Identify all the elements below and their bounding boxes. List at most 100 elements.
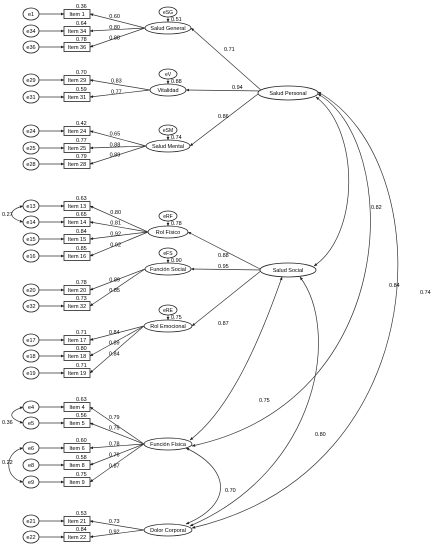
item-box (63, 217, 91, 227)
loading-path (89, 205, 149, 233)
disturbance-term (158, 6, 178, 18)
error-term (22, 7, 40, 21)
item-box (63, 251, 91, 261)
item-label: Item 13 (68, 204, 86, 210)
loading-label: 0.73 (109, 519, 120, 525)
item-box (63, 9, 91, 19)
loading-path (89, 27, 146, 33)
item-r2-label: 0.84 (76, 229, 87, 235)
loading-label: 0.84 (109, 330, 120, 336)
error-term (22, 400, 40, 414)
item-r2-label: 0.75 (76, 472, 87, 478)
item-r2-label: 0.71 (76, 330, 87, 336)
item-label: Item 22 (68, 535, 86, 541)
item-label: Item 19 (68, 371, 86, 377)
factor-r2-label: 0.90 (171, 258, 182, 264)
item-r2-label: 0.60 (76, 438, 87, 444)
factor-label: Salud Mental (152, 144, 184, 150)
error-label: e16 (26, 254, 35, 260)
item-label: Item 4 (69, 405, 84, 411)
loading-path (89, 79, 151, 91)
loading-path (89, 325, 145, 341)
factor-oval (144, 262, 192, 276)
item-r2-label: 0.78 (76, 280, 87, 286)
item-box (63, 234, 91, 244)
item-r2-label: 0.42 (76, 121, 87, 127)
item-r2-label: 0.79 (76, 154, 87, 160)
loading-label: 0.87 (109, 464, 120, 470)
item-label: Item 36 (68, 45, 86, 51)
loading-label: 0.88 (109, 35, 120, 41)
error-term (22, 475, 40, 489)
error-term (22, 283, 40, 297)
structural-path (187, 231, 263, 271)
item-label: Item 5 (69, 421, 84, 427)
item-box (63, 477, 91, 487)
loading-path (89, 130, 147, 147)
factor-oval (143, 523, 193, 537)
item-box (63, 92, 91, 102)
item-label: Item 8 (69, 463, 84, 469)
item-label: Item 24 (68, 129, 86, 135)
error-covariance-curve (8, 447, 24, 483)
loading-label: 0.77 (111, 90, 122, 96)
error-covariance-curve (11, 205, 24, 223)
item-label: Item 18 (68, 354, 86, 360)
item-box (63, 75, 91, 85)
item-r2-label: 0.73 (76, 296, 87, 302)
error-label: e36 (26, 45, 35, 51)
error-label: e32 (26, 304, 35, 310)
error-label: e22 (26, 535, 35, 541)
error-label: e9 (28, 480, 34, 486)
factor-r2-label: 0.75 (171, 315, 182, 321)
disturbance-label: eRF (163, 214, 172, 220)
loading-label: 0.89 (110, 153, 121, 159)
item-r2-label: 0.53 (76, 511, 87, 517)
item-box (63, 532, 91, 542)
factor-r2-label: 0.51 (171, 17, 182, 23)
item-r2-label: 0.63 (76, 397, 87, 403)
structural-label: 0.95 (218, 264, 229, 270)
factor-oval (149, 83, 187, 97)
loading-path (89, 529, 145, 538)
factor-label: Función Social (150, 267, 186, 273)
item-box (63, 143, 91, 153)
disturbance-term (158, 68, 178, 80)
factor-oval (143, 319, 193, 333)
nodes-layer (22, 6, 319, 544)
item-box (63, 460, 91, 470)
error-term (22, 333, 40, 347)
error-label: e4 (28, 405, 34, 411)
error-term (22, 249, 40, 263)
loading-path (89, 443, 145, 450)
loading-label: 0.65 (110, 131, 121, 137)
item-r2-label: 0.65 (76, 212, 87, 218)
error-label: e24 (26, 129, 35, 135)
item-label: Item 17 (68, 338, 86, 344)
item-r2-label: 0.58 (76, 455, 87, 461)
loading-label: 0.83 (111, 79, 122, 85)
loading-path (89, 221, 149, 233)
item-label: Item 14 (68, 220, 86, 226)
loading-label: 0.75 (109, 425, 120, 431)
structural-label: 0.94 (232, 85, 243, 91)
correlation-label: 0.74 (420, 290, 431, 296)
structural-path (189, 90, 263, 147)
factor-r2-label: 0.78 (171, 221, 182, 227)
loading-label: 0.60 (109, 14, 120, 20)
error-label: e31 (26, 95, 35, 101)
error-term (22, 514, 40, 528)
error-label: e14 (26, 220, 35, 226)
correlation-label: 0.70 (225, 488, 236, 494)
loading-label: 0.88 (110, 142, 121, 148)
error-label: e6 (28, 446, 34, 452)
error-term (22, 73, 40, 87)
error-covariance-label: 0.27 (2, 212, 13, 218)
item-label: Item 25 (68, 146, 86, 152)
structural-label: 0.88 (218, 253, 229, 259)
error-label: e28 (26, 162, 35, 168)
loading-label: 0.76 (109, 453, 120, 459)
factor-oval (143, 437, 193, 451)
error-term (22, 215, 40, 229)
